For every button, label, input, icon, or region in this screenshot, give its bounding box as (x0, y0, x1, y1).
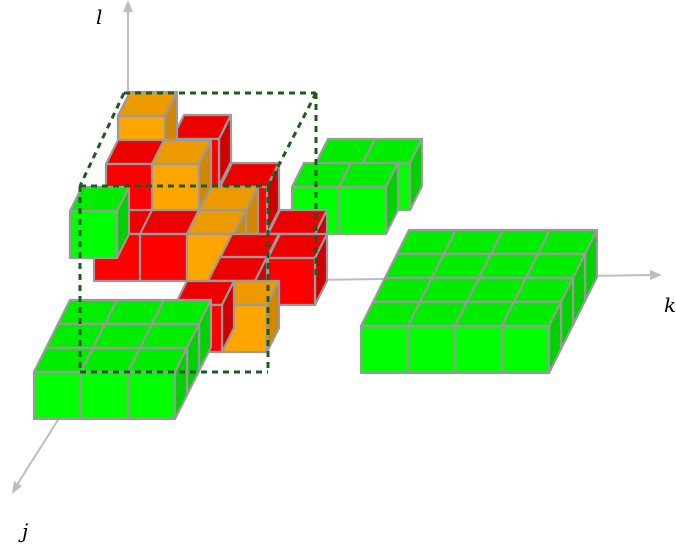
green-slab-cube (500, 300, 563, 375)
l-axis-arrowhead (123, 0, 133, 12)
cube-front-face (79, 370, 130, 421)
orange-cube (150, 138, 213, 213)
cube-front-face (126, 370, 177, 421)
dashed-selection-box (78, 91, 318, 374)
cube-blocks (32, 90, 599, 421)
cube-front-face (500, 324, 551, 375)
cube-front-face (32, 370, 83, 421)
cube-front-face (68, 209, 119, 260)
cube-front-face (453, 324, 504, 375)
cube-front-face (138, 232, 189, 283)
cube-front-face (337, 185, 388, 236)
j-axis-arrowhead (12, 481, 22, 494)
j-axis-label: j (18, 519, 28, 543)
k-axis-label: k (664, 293, 676, 317)
green-cube (337, 161, 400, 236)
j-axis-line (14, 419, 59, 489)
green-cube (68, 185, 131, 260)
k-axis-arrowhead (650, 270, 662, 280)
l-axis-label: l (96, 5, 102, 29)
green-slab-cube (126, 346, 189, 421)
cube-front-face (406, 324, 457, 375)
cube-front-face (359, 324, 410, 375)
